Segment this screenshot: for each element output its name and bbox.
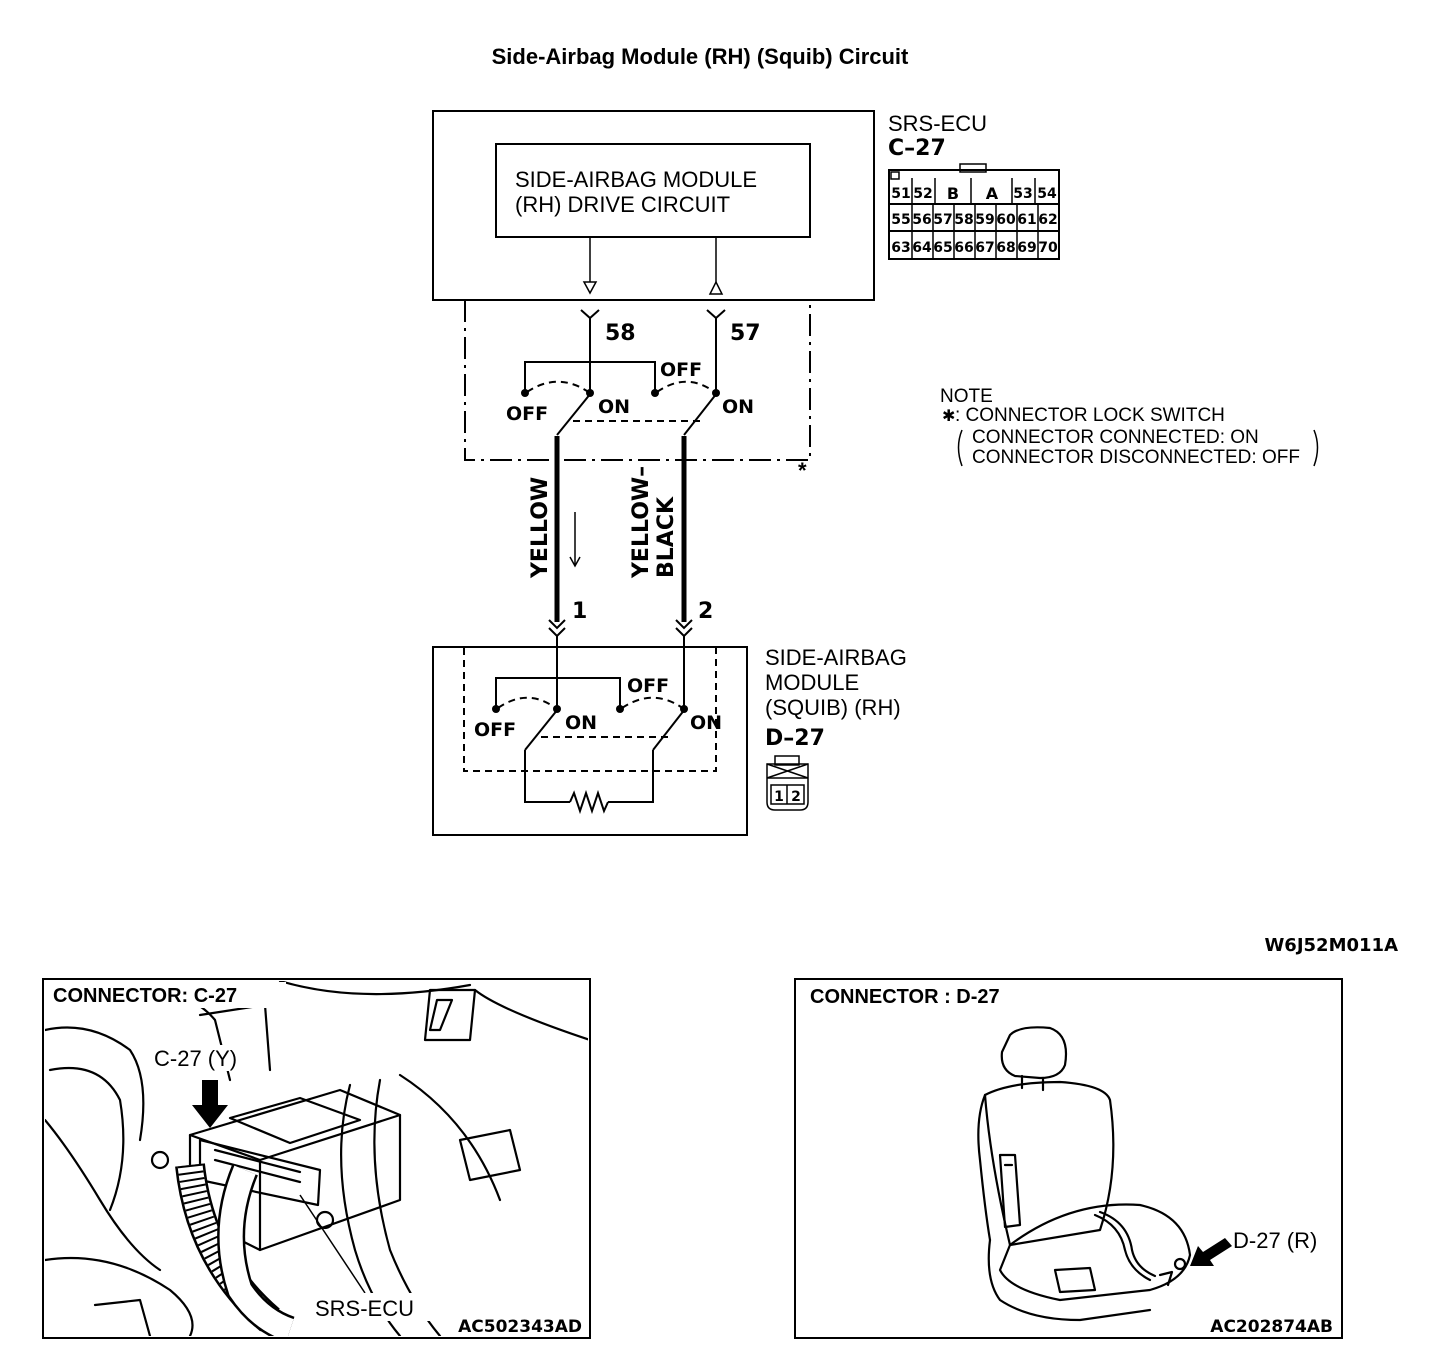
- switch-on-label: ON: [722, 396, 754, 418]
- squib-resistor-icon: [569, 789, 609, 815]
- wire-color-yellow: YELLOW: [528, 477, 553, 579]
- ecu-pin: 65: [933, 240, 952, 256]
- harness-wires: YELLOW YELLOW– BLACK 1 2: [528, 436, 713, 638]
- page-title: Side-Airbag Module (RH) (Squib) Circuit: [492, 44, 909, 69]
- ecu-pin: 61: [1017, 212, 1036, 228]
- module-pin-2-label: 2: [698, 599, 713, 624]
- switch-off-label: OFF: [627, 675, 669, 697]
- side-airbag-module-block: OFF ON OFF ON: [432, 636, 748, 836]
- ecu-connector-face: 51 52 B A 53 54 55 56 57 58 59 60 61 62 …: [888, 163, 1060, 260]
- photo-left-callout: C-27 (Y): [154, 1046, 237, 1071]
- ecu-pin: 54: [1037, 186, 1057, 202]
- ecu-pin: 67: [975, 240, 994, 256]
- wire-color-yellow-black-2: BLACK: [654, 496, 679, 578]
- ecu-pin: 70: [1038, 240, 1058, 256]
- note-block: NOTE ✱ : CONNECTOR LOCK SWITCH CONNECTOR…: [940, 386, 1319, 468]
- ecu-pin: 51: [891, 186, 910, 202]
- ecu-pin: 52: [913, 186, 932, 202]
- diagram-code: W6J52M011A: [1264, 935, 1398, 956]
- ecu-pin: 55: [891, 212, 910, 228]
- photo-left-heading: CONNECTOR: C-27: [53, 985, 237, 1007]
- ecu-pin: 69: [1017, 240, 1036, 256]
- wire-color-yellow-black-1: YELLOW–: [629, 466, 654, 579]
- switch-on-label: ON: [690, 712, 722, 734]
- module-name-line2: MODULE: [765, 670, 859, 695]
- photo-right-callout: D-27 (R): [1233, 1228, 1317, 1253]
- ecu-pin: 57: [933, 212, 952, 228]
- drive-circuit-label-line1: SIDE-AIRBAG MODULE: [515, 167, 757, 192]
- output-arrow-icon: [582, 281, 598, 295]
- lock-switch-star-icon: *: [798, 458, 807, 483]
- switch-off-label: OFF: [506, 403, 548, 425]
- module-connector-face: 1 2: [766, 755, 809, 811]
- ecu-pin: 66: [954, 240, 973, 256]
- note-line1: : CONNECTOR LOCK SWITCH: [955, 405, 1225, 426]
- module-name-line3: (SQUIB) (RH): [765, 695, 901, 720]
- module-name-line1: SIDE-AIRBAG: [765, 645, 907, 670]
- photo-right-heading: CONNECTOR : D-27: [810, 986, 1000, 1008]
- ecu-pin: 64: [912, 240, 932, 256]
- ecu-pin: 62: [1038, 212, 1057, 228]
- pin-57-label: 57: [730, 321, 761, 346]
- module-pin: 1: [774, 789, 784, 805]
- srs-ecu-block: SIDE-AIRBAG MODULE (RH) DRIVE CIRCUIT: [432, 110, 875, 301]
- switch-off-label: OFF: [660, 359, 702, 381]
- d27-pointer-arrow-icon: [1190, 1238, 1232, 1266]
- input-arrow-icon: [708, 280, 724, 295]
- switch-on-label: ON: [565, 712, 597, 734]
- switch-on-label: ON: [598, 396, 630, 418]
- ecu-connector-lock-switch: * 58 57 OFF ON OFF ON: [464, 300, 811, 483]
- switch-off-label: OFF: [474, 719, 516, 741]
- module-pin: 2: [791, 789, 801, 805]
- drive-circuit-label-line2: (RH) DRIVE CIRCUIT: [515, 192, 730, 217]
- ecu-pin: 59: [975, 212, 994, 228]
- ecu-pin: 68: [996, 240, 1015, 256]
- ecu-pin: 53: [1013, 186, 1032, 202]
- ecu-connector-id: C–27: [888, 136, 946, 161]
- ecu-name: SRS-ECU: [888, 111, 987, 136]
- photo-left-code: AC502343AD: [458, 1317, 582, 1337]
- ecu-pin: 56: [912, 212, 931, 228]
- connector-c27-photo: CONNECTOR: C-27 C-27 (Y) SRS-ECU AC50234…: [42, 978, 591, 1339]
- ecu-pin: 63: [891, 240, 910, 256]
- photo-right-code: AC202874AB: [1210, 1317, 1333, 1337]
- module-connector-id: D–27: [765, 726, 825, 751]
- connector-d27-photo: CONNECTOR : D-27 D-27 (R) AC202874AB: [794, 978, 1343, 1339]
- c27-pointer-arrow-icon: [192, 1080, 228, 1128]
- ecu-pin: 58: [954, 212, 973, 228]
- photo-left-ecu-label: SRS-ECU: [315, 1296, 414, 1321]
- ecu-pin: B: [947, 184, 959, 203]
- pin-58-label: 58: [605, 321, 636, 346]
- note-line3: CONNECTOR DISCONNECTED: OFF: [972, 447, 1300, 468]
- note-line2: CONNECTOR CONNECTED: ON: [972, 427, 1259, 448]
- ecu-pin: A: [986, 184, 999, 203]
- seat-illustration: [977, 1026, 1192, 1322]
- note-heading: NOTE: [940, 386, 993, 407]
- note-star-icon: ✱: [942, 408, 955, 425]
- dashboard-illustration: [45, 981, 588, 1336]
- ecu-pin: 60: [996, 212, 1016, 228]
- module-pin-1-label: 1: [572, 599, 587, 624]
